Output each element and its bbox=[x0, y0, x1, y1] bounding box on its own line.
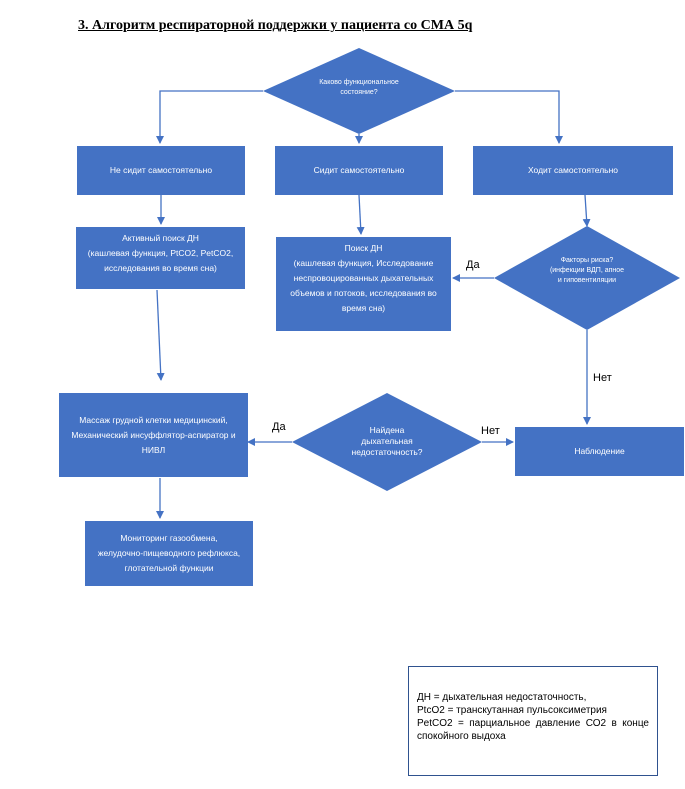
legend-petco2: PetCO2 = парциальное давление СО2 в конц… bbox=[417, 718, 649, 742]
box-massage-niv: Массаж грудной клетки медицинский, Механ… bbox=[59, 393, 248, 477]
label-yes-found: Да bbox=[272, 421, 286, 433]
legend-ptco2: PtcO2 = транскутанная пульсоксиметрия bbox=[417, 705, 607, 716]
decision-found-insufficiency: Найдена дыхательная недостаточность? bbox=[351, 425, 423, 457]
label-no-risk: Нет bbox=[593, 372, 612, 384]
label-no-found: Нет bbox=[481, 425, 500, 437]
decision-found-shape bbox=[292, 393, 482, 491]
box-observation: Наблюдение bbox=[515, 427, 684, 476]
decision-risk-factors: Факторы риска? (инфекции ВДП, апное и ги… bbox=[549, 257, 625, 284]
box-active-search: Активный поиск ДН (кашлевая функция, PtC… bbox=[76, 227, 245, 289]
box-monitoring: Мониторинг газообмена, желудочно-пищевод… bbox=[85, 521, 253, 586]
decision-risk-shape bbox=[494, 226, 680, 330]
box-walking: Ходит самостоятельно bbox=[473, 146, 673, 195]
legend-dn: ДН = дыхательная недостаточность, bbox=[417, 692, 587, 703]
decision-top-shape bbox=[263, 48, 455, 134]
page-title: 3. Алгоритм респираторной поддержки у па… bbox=[78, 18, 473, 33]
connectors bbox=[156, 90, 591, 519]
decision-top: Каково функциональное состояние? bbox=[319, 79, 399, 96]
label-yes-risk: Да bbox=[466, 259, 480, 271]
box-search: Поиск ДН (кашлевая функция, Исследование… bbox=[276, 237, 451, 331]
box-sitting: Сидит самостоятельно bbox=[275, 146, 443, 195]
box-not-sitting: Не сидит самостоятельно bbox=[77, 146, 245, 195]
legend-box: ДН = дыхательная недостаточность, PtcO2 … bbox=[408, 666, 658, 776]
